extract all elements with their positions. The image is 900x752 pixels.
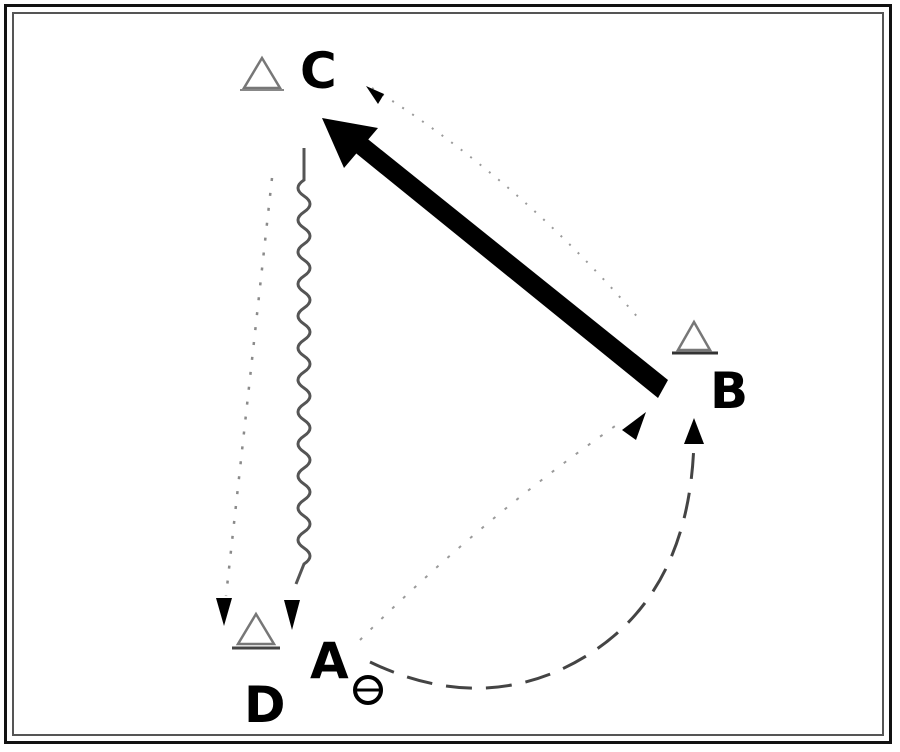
pass-a-b-arrowhead-icon [622, 412, 646, 440]
run-b-c-arrowhead-icon [322, 118, 378, 168]
cone-d-icon [232, 611, 280, 650]
dribble-arrowhead-icon [284, 600, 300, 630]
pass-dotted-vertical-line [224, 177, 274, 597]
pass-dotted-arrowhead-icon [216, 598, 232, 626]
pass-a-b-dotted-line [359, 423, 619, 641]
pass-c-b-dotted-line [371, 87, 641, 321]
arrowhead-icon [366, 86, 384, 104]
cone-c-icon [240, 55, 284, 91]
cone-b-icon [672, 319, 718, 355]
dribble-wavy-line [294, 148, 312, 585]
point-label-b: B [710, 362, 749, 420]
point-label-c: C [300, 42, 337, 100]
point-label-a: A [310, 632, 349, 690]
point-label-d: D [244, 676, 286, 734]
run-b-c-thick-line [352, 136, 668, 398]
run-a-b-arrowhead-icon [684, 418, 704, 444]
inner-frame [12, 12, 884, 736]
circle-cross-icon [353, 675, 383, 705]
outer-frame [4, 4, 892, 744]
run-a-b-dashed-curve [369, 439, 696, 690]
